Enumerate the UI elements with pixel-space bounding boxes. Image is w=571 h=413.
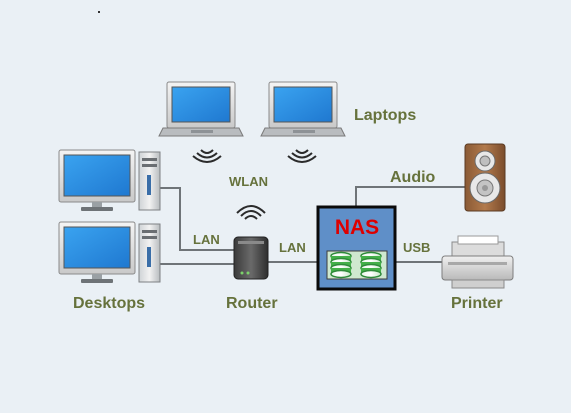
laptops-label: Laptops [354,107,417,124]
line-desktop-top-router [160,187,234,251]
wifi-signal-icon [192,149,222,163]
lan-nas-label: LAN [279,240,306,255]
router-icon [233,236,269,280]
desktops-label: Desktops [73,295,146,312]
nas-icon [316,205,397,291]
speck-mark [98,11,100,13]
printer-label: Printer [451,295,503,312]
wlan-label: WLAN [229,174,268,189]
laptop-icon [260,81,346,137]
printer-icon [441,235,514,289]
wifi-signal-icon [236,205,266,220]
line-nas-audio [355,186,465,207]
connection-lines [160,186,465,265]
desktop-icon [58,221,161,283]
laptop-icon [158,81,244,137]
wifi-signal-icon [287,149,317,163]
router-label: Router [226,295,278,312]
usb-label: USB [403,240,431,255]
desktop-icon [58,149,161,211]
speaker-icon [464,143,506,212]
lan-desktop-label: LAN [193,232,220,247]
nas-label: NAS [334,216,380,239]
audio-label: Audio [390,169,436,186]
